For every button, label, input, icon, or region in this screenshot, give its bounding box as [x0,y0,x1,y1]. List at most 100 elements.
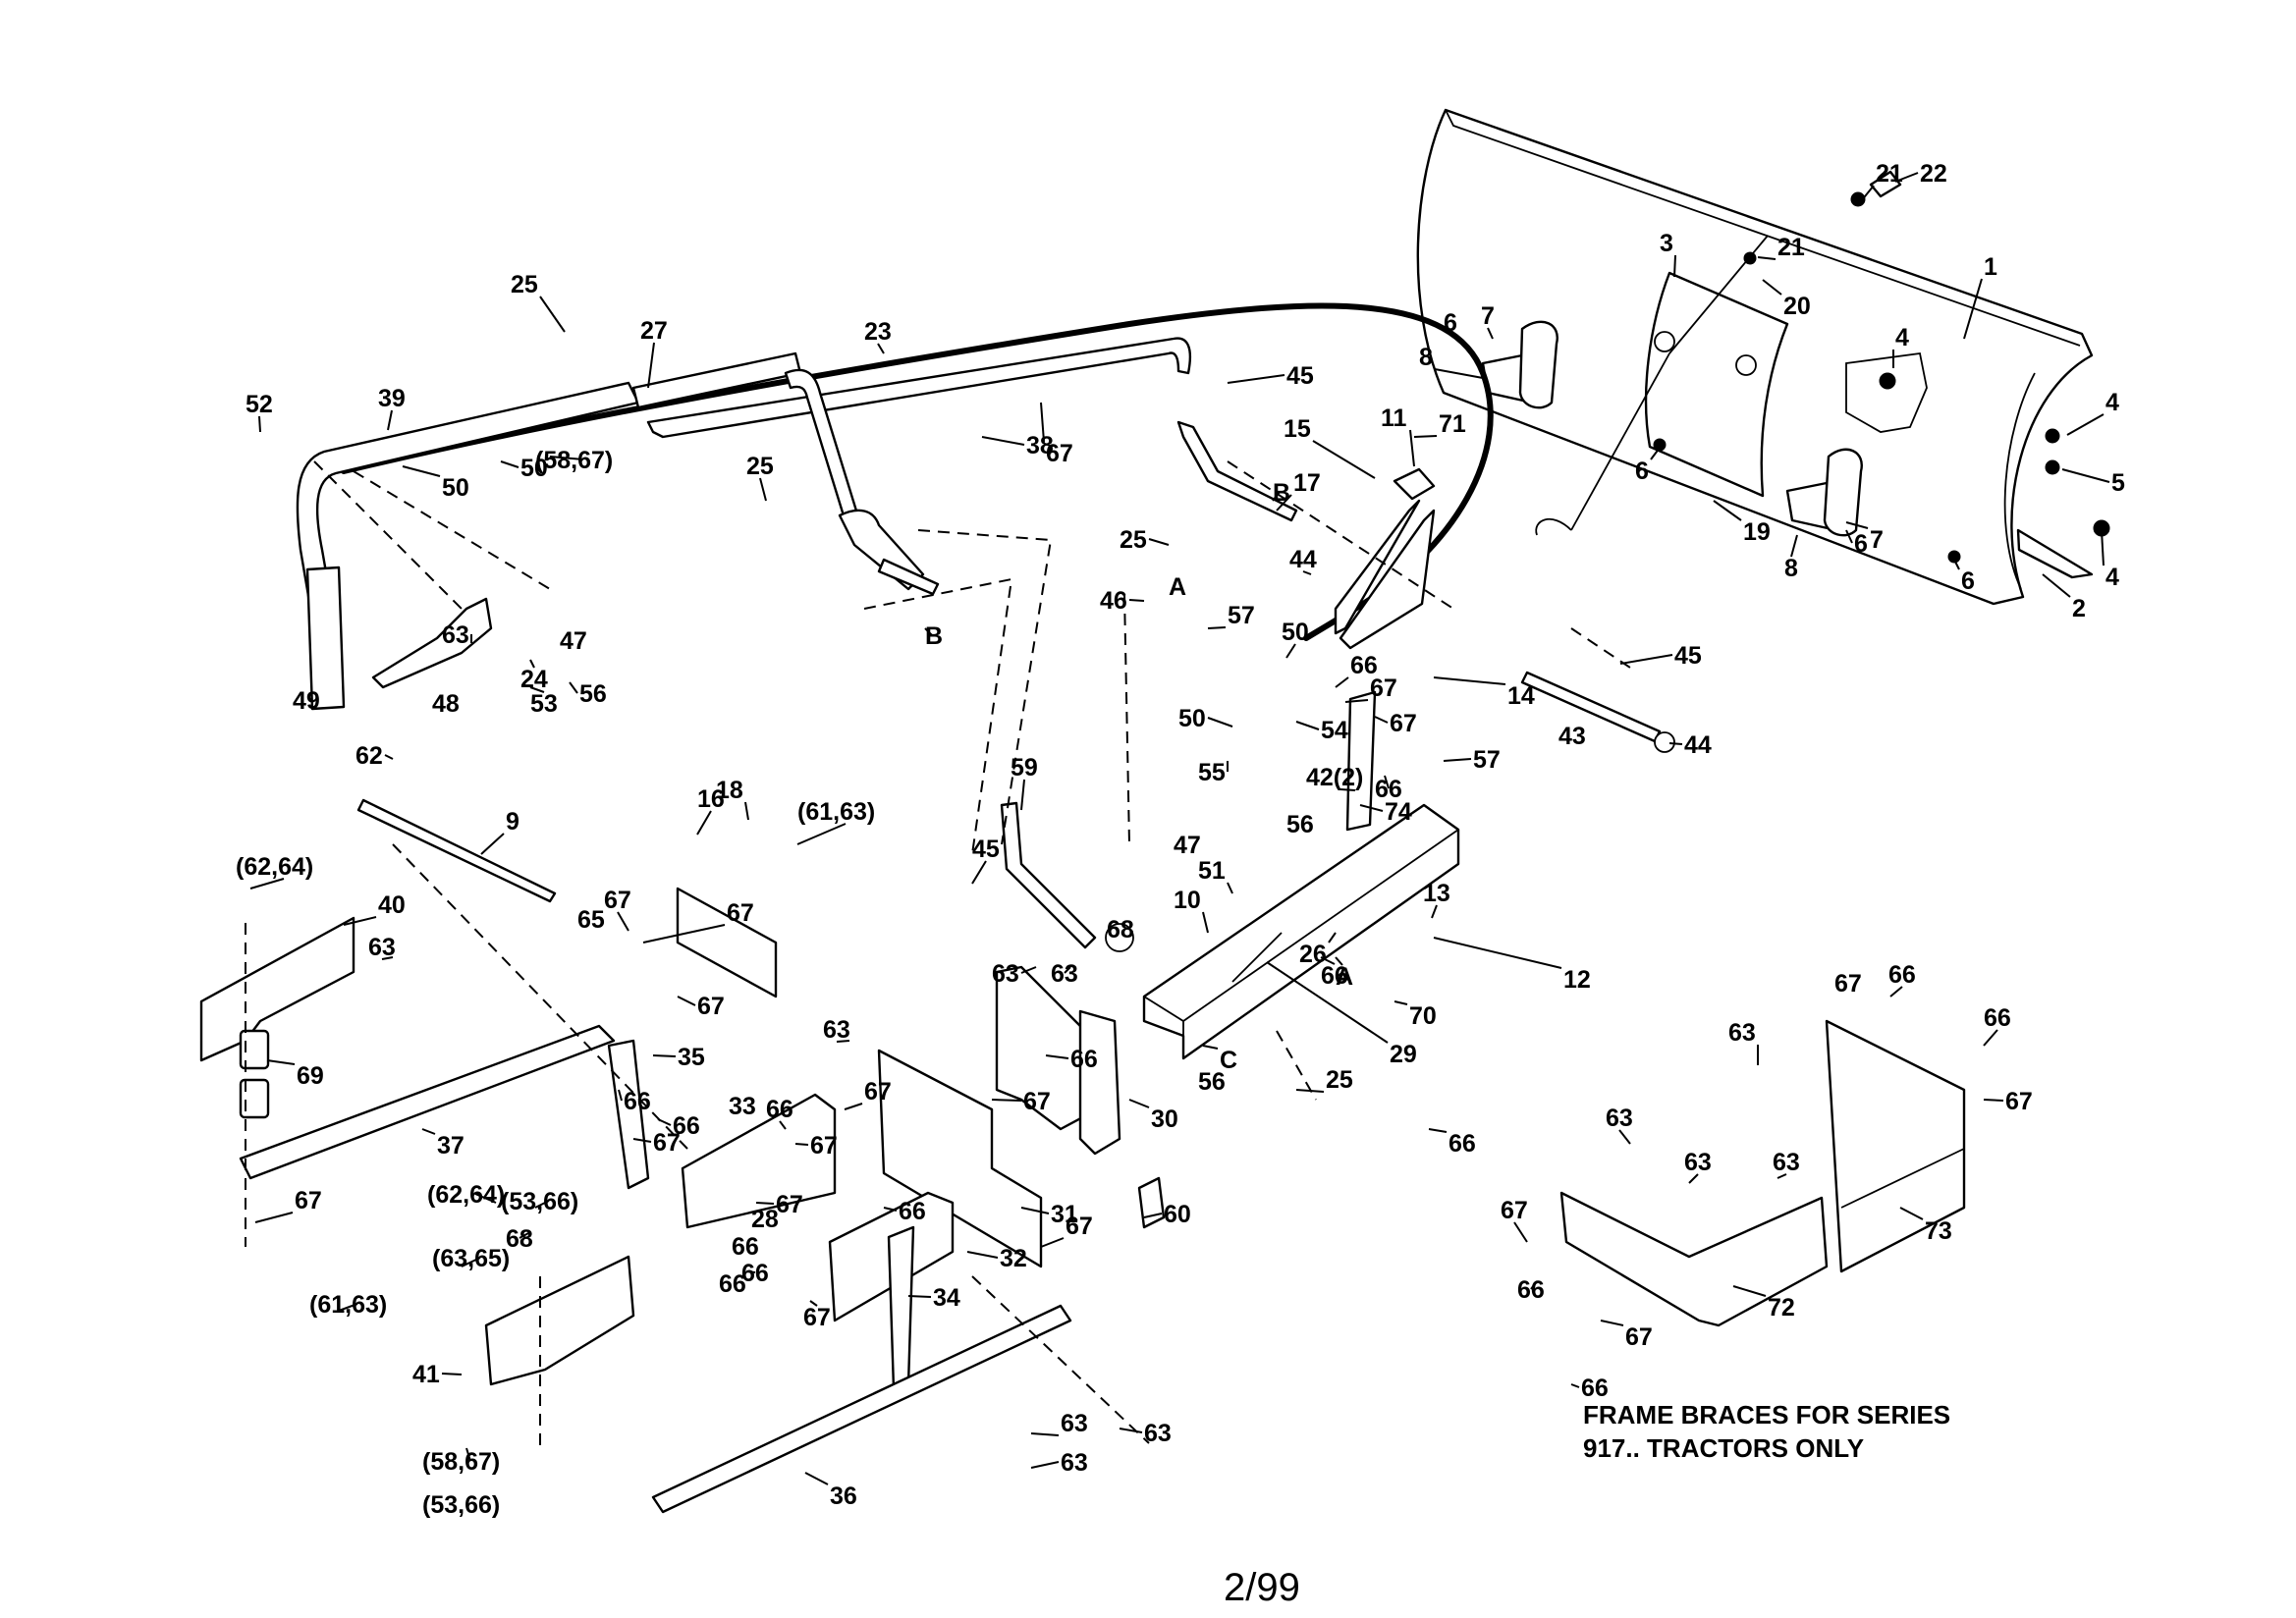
callout-label: 63 [1061,1410,1088,1437]
leader-line [759,477,767,502]
callout-ref-mark: A [1169,573,1186,601]
callout-label: 60 [1164,1201,1191,1228]
callout-bolt: 63 [1728,1019,1759,1065]
callout-label: 12 [1563,966,1591,994]
callout-nut: 66 [1375,775,1402,803]
lift-rod-17 [1176,420,1298,522]
mount-plate [676,887,778,998]
spacer-70b [239,1078,270,1119]
callout-label: 33 [729,1093,756,1120]
leader-line [883,1207,898,1212]
leader-line [1384,775,1390,789]
callout-label: 67 [653,1129,681,1157]
callout-nut: 66 [1045,1046,1098,1073]
leader-line [384,754,394,760]
callout-knob: 47 [1174,832,1201,859]
callout-lock-washer: 67 [677,993,725,1020]
callout-washer: 69 [266,1059,324,1090]
callout-scraper-bar: 2 [2042,573,2086,622]
leader-line [1040,402,1045,443]
callout-label: 67 [1501,1197,1528,1224]
callout-label: 35 [678,1044,705,1071]
callout-bolt: 63 [1773,1149,1800,1179]
callout-label: 68 [1107,916,1134,944]
blade-mount-bracket [1644,271,1789,498]
callout-lock-washer: 67 [1040,402,1073,467]
callout-bolt: (62,64) [236,853,313,890]
leader-line [1899,1207,1924,1220]
callout-ring: 68 [1107,916,1134,944]
callout-label: 36 [830,1483,857,1510]
callout-label: 70 [1409,1002,1437,1030]
leader-line [1431,904,1438,919]
callout-ref-mark: A [1335,956,1353,991]
latch-plate [995,965,1090,1131]
callout-pin: 55 [1198,759,1229,786]
callout-cap: 44 [1668,731,1712,759]
callout-label: 45 [1674,642,1702,670]
leader-line [254,1212,294,1223]
callout-label: 31 [1051,1201,1078,1228]
callout-label: 68 [506,1225,533,1253]
callout-label: 69 [297,1062,324,1090]
leader-line [1202,1045,1219,1050]
leader-line [465,1447,471,1462]
leader-line [1030,1432,1060,1436]
leader-line [1276,494,1292,512]
callout-label: 63 [1684,1149,1712,1176]
leader-line [1513,1221,1528,1243]
leader-line [1335,956,1343,966]
leader-line [1650,447,1661,460]
frame-brace-note-line2: 917.. TRACTORS ONLY [1583,1433,1864,1463]
callout-label: 63 [1144,1420,1172,1447]
callout-label: 17 [1293,469,1321,497]
callout-nut: 66 [766,1096,793,1130]
link [1137,1176,1166,1229]
callout-nut: 53 [529,686,558,718]
leader-line [1394,1000,1408,1005]
callout-skid-shoe: 7 [1481,302,1495,340]
callout-label: 66 [1984,1004,2011,1032]
callout-label: 3 [1660,230,1673,257]
leader-line [796,823,847,845]
callout-knob: 47 [560,627,587,655]
callout-label: 71 [1439,410,1466,438]
callout-label: 25 [511,271,538,298]
callout-frame-brace: 74 [1359,798,1412,826]
callout-label: (58,67) [422,1448,500,1476]
callout-mount-bracket: 31 [1020,1201,1078,1228]
leader-line [249,878,285,890]
callout-nut: 50 [500,455,548,482]
callout-label: 51 [1198,857,1226,885]
leader-line [1845,521,1869,529]
callout-washer: 13 [1423,880,1450,919]
callout-angle-bracket: 14 [1433,676,1535,710]
callout-ref-mark: C [1202,1045,1237,1074]
callout-label: 26 [1299,941,1327,968]
callout-nut: 66 [741,1260,769,1287]
guide-bar [1345,690,1377,832]
callout-spring: 29 [1266,961,1417,1068]
leader-line [381,956,394,960]
callout-nut: 6 [1635,447,1661,485]
callout-label: 66 [1581,1375,1609,1402]
leader-line [804,1472,829,1485]
spring-cap [1869,170,1902,198]
callout-label: 1 [1984,253,1997,281]
callout-ref-mark: B [1272,479,1290,507]
callout-label: 63 [1606,1105,1633,1132]
callout-nut: 6 [1444,309,1457,337]
callout-label: 25 [746,453,774,480]
callout-bolt: (61,63) [796,798,875,845]
callout-grip: 49 [293,687,320,715]
callout-mount-bracket-right: 41 [412,1361,463,1388]
leader-line [1320,956,1336,965]
callout-label: 30 [1151,1106,1178,1133]
leader-line [519,1231,531,1239]
callout-bolt: 63 [992,960,1037,988]
callout-label: 50 [1282,619,1309,646]
callout-label: 66 [1350,652,1378,679]
callout-label: 20 [1783,293,1811,320]
mount-bracket-33 [681,1093,837,1229]
callout-label: 66 [741,1260,769,1287]
